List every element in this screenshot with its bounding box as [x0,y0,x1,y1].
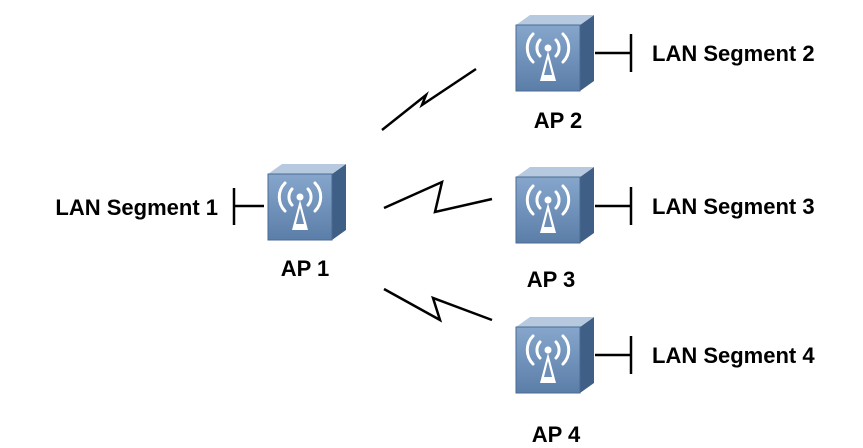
wireless-link-ap1-ap4 [383,287,493,323]
ap1-label: AP 1 [281,256,330,281]
ap4-label: AP 4 [532,422,581,447]
lan-segment-1-label: LAN Segment 1 [55,195,218,220]
wireless-link-ap1-ap2 [381,67,477,131]
wireless-access-point-icon [514,13,596,93]
wireless-access-point-icon [514,165,596,245]
ap3-node: LAN Segment 3 AP 3 [514,165,815,292]
wireless-access-point-icon [514,315,596,395]
ap3-label: AP 3 [527,267,576,292]
lan-segment-4-label: LAN Segment 4 [652,343,815,368]
lan-segment-3-label: LAN Segment 3 [652,194,815,219]
wireless-access-point-icon [266,162,348,242]
ap2-node: LAN Segment 2 AP 2 [514,13,815,133]
ap4-node: LAN Segment 4 AP 4 [514,315,815,447]
lan-segment-2-label: LAN Segment 2 [652,41,815,66]
ap1-node: LAN Segment 1 AP 1 [55,162,348,281]
ap2-label: AP 2 [534,108,583,133]
wireless-link-ap1-ap3 [383,179,493,214]
